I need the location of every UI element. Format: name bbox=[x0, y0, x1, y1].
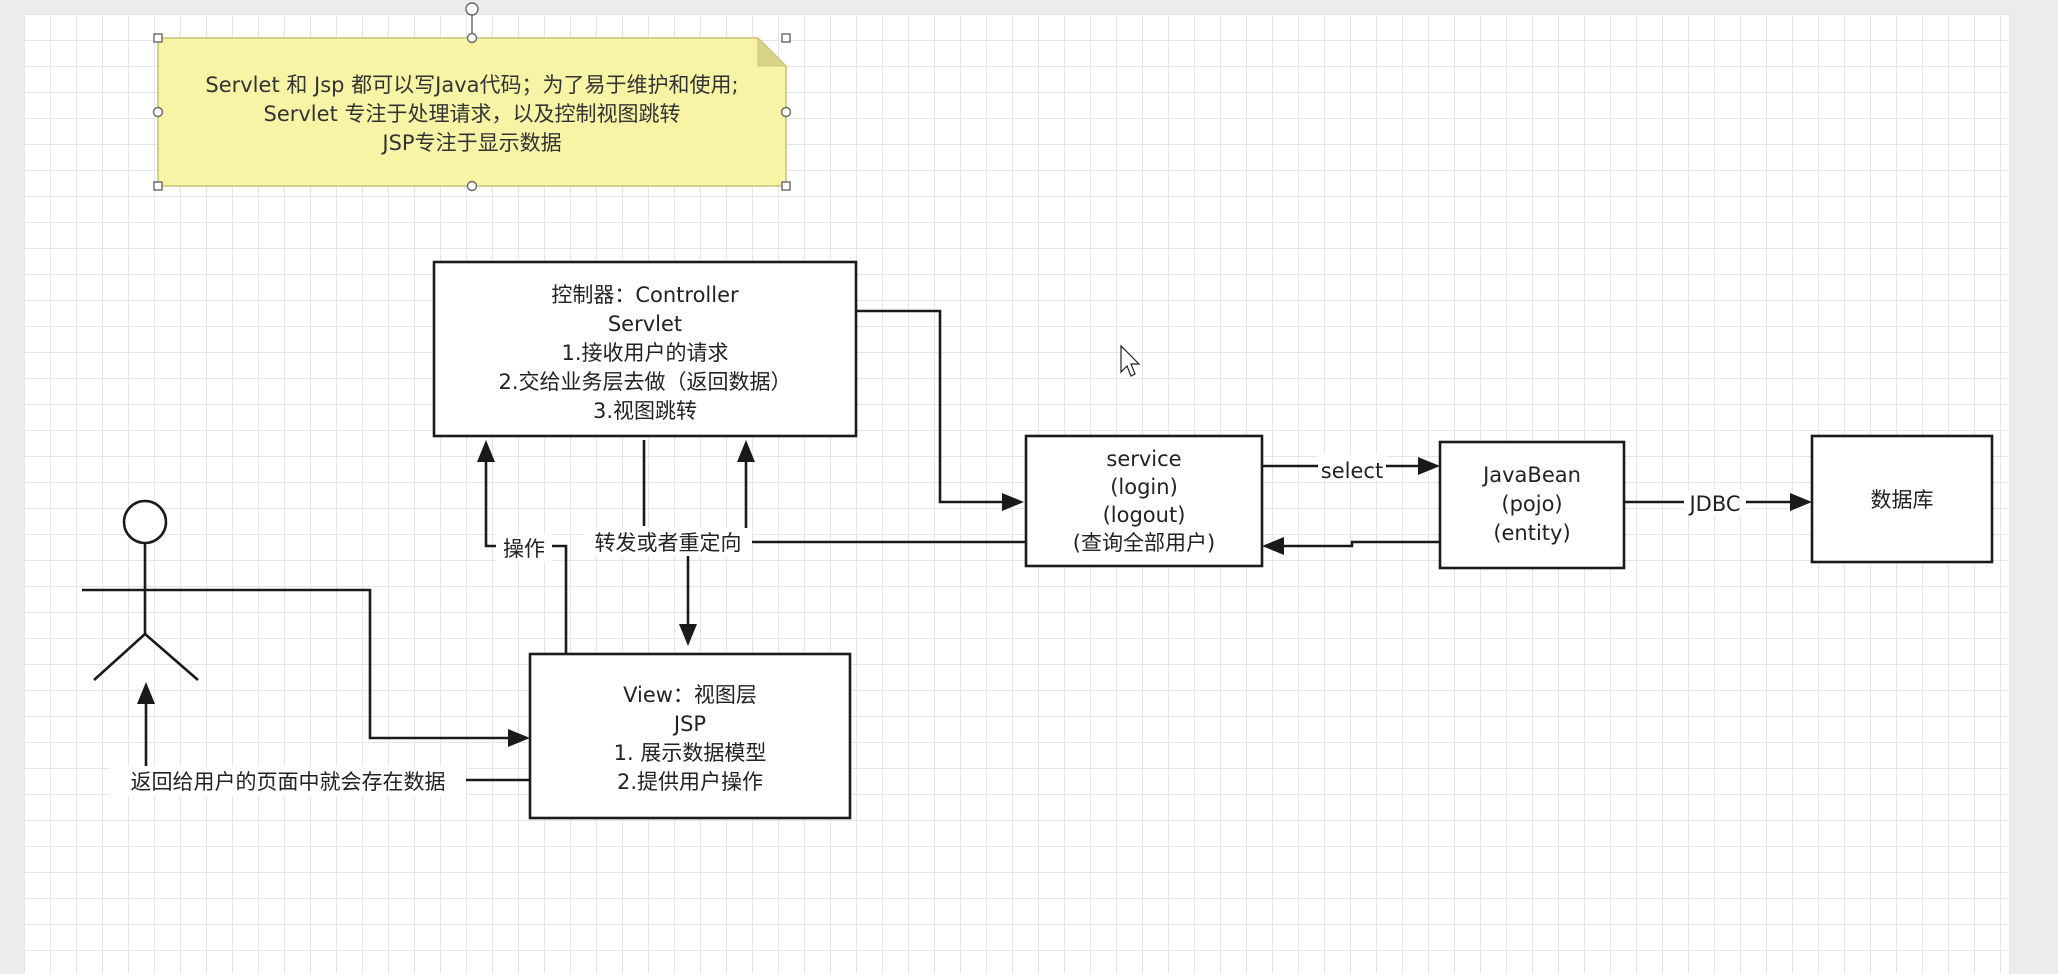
edge-label-select: select bbox=[1321, 459, 1383, 483]
service-line-3: (logout) bbox=[1103, 503, 1186, 527]
service-line-1: service bbox=[1106, 447, 1181, 471]
view-line-1: View：视图层 bbox=[623, 683, 757, 707]
edge-view-to-user[interactable]: 返回给用户的页面中就会存在数据 bbox=[110, 682, 530, 796]
controller-box[interactable]: 控制器：Controller Servlet 1.接收用户的请求 2.交给业务层… bbox=[432, 260, 858, 438]
edge-label-jdbc: JDBC bbox=[1687, 492, 1740, 516]
mouse-cursor-icon bbox=[1120, 344, 1141, 377]
controller-line-5: 3.视图跳转 bbox=[593, 399, 697, 423]
edge-controller-to-view[interactable]: 转发或者重定向 bbox=[584, 440, 752, 646]
edge-javabean-to-service[interactable] bbox=[1262, 537, 1440, 555]
note-line-1: Servlet 和 Jsp 都可以写Java代码；为了易于维护和使用; bbox=[205, 73, 738, 97]
edge-user-to-view[interactable] bbox=[210, 588, 530, 747]
resize-handle-top-right[interactable] bbox=[781, 33, 791, 43]
edge-label-return-to-user: 返回给用户的页面中就会存在数据 bbox=[131, 770, 446, 794]
view-line-4: 2.提供用户操作 bbox=[617, 770, 763, 794]
service-line-2: (login) bbox=[1110, 475, 1178, 499]
note-shape[interactable]: Servlet 和 Jsp 都可以写Java代码；为了易于维护和使用; Serv… bbox=[157, 36, 788, 187]
note-line-2: Servlet 专注于处理请求，以及控制视图跳转 bbox=[264, 102, 681, 126]
controller-line-3: 1.接收用户的请求 bbox=[561, 341, 728, 365]
selection-handles[interactable] bbox=[152, 2, 792, 192]
database-box[interactable]: 数据库 bbox=[1810, 434, 1994, 564]
edge-label-forward-redirect: 转发或者重定向 bbox=[595, 531, 742, 555]
resize-handle-bottom-right[interactable] bbox=[781, 181, 791, 191]
edge-service-to-javabean[interactable]: select bbox=[1262, 454, 1440, 483]
view-box[interactable]: View：视图层 JSP 1. 展示数据模型 2.提供用户操作 bbox=[528, 652, 852, 820]
javabean-box[interactable]: JavaBean (pojo) (entity) bbox=[1438, 440, 1626, 570]
edge-label-operate: 操作 bbox=[503, 537, 545, 561]
javabean-line-1: JavaBean bbox=[1481, 463, 1581, 487]
resize-handle-bottom[interactable] bbox=[466, 180, 478, 192]
rotate-handle[interactable] bbox=[465, 2, 479, 16]
resize-handle-left[interactable] bbox=[152, 106, 164, 118]
edge-javabean-to-database[interactable]: JDBC bbox=[1624, 490, 1812, 516]
resize-handle-top-left[interactable] bbox=[153, 33, 163, 43]
view-line-2: JSP bbox=[672, 712, 706, 736]
database-label: 数据库 bbox=[1871, 488, 1934, 512]
resize-handle-bottom-left[interactable] bbox=[153, 181, 163, 191]
edge-view-to-controller[interactable]: 操作 bbox=[477, 440, 568, 654]
note-line-3: JSP专注于显示数据 bbox=[380, 131, 561, 155]
user-actor-icon[interactable] bbox=[82, 499, 210, 681]
resize-handle-right[interactable] bbox=[780, 106, 792, 118]
edge-service-to-controller[interactable] bbox=[737, 440, 1026, 544]
controller-line-1: 控制器：Controller bbox=[551, 283, 739, 307]
javabean-line-3: (entity) bbox=[1493, 521, 1570, 545]
controller-line-4: 2.交给业务层去做（返回数据） bbox=[498, 370, 791, 394]
service-line-4: (查询全部用户) bbox=[1073, 531, 1215, 555]
javabean-line-2: (pojo) bbox=[1501, 492, 1562, 516]
edge-controller-to-service[interactable] bbox=[856, 309, 1024, 511]
service-box[interactable]: service (login) (logout) (查询全部用户) bbox=[1024, 434, 1264, 568]
view-line-3: 1. 展示数据模型 bbox=[614, 741, 767, 765]
controller-line-2: Servlet bbox=[608, 312, 682, 336]
resize-handle-top[interactable] bbox=[466, 32, 478, 44]
